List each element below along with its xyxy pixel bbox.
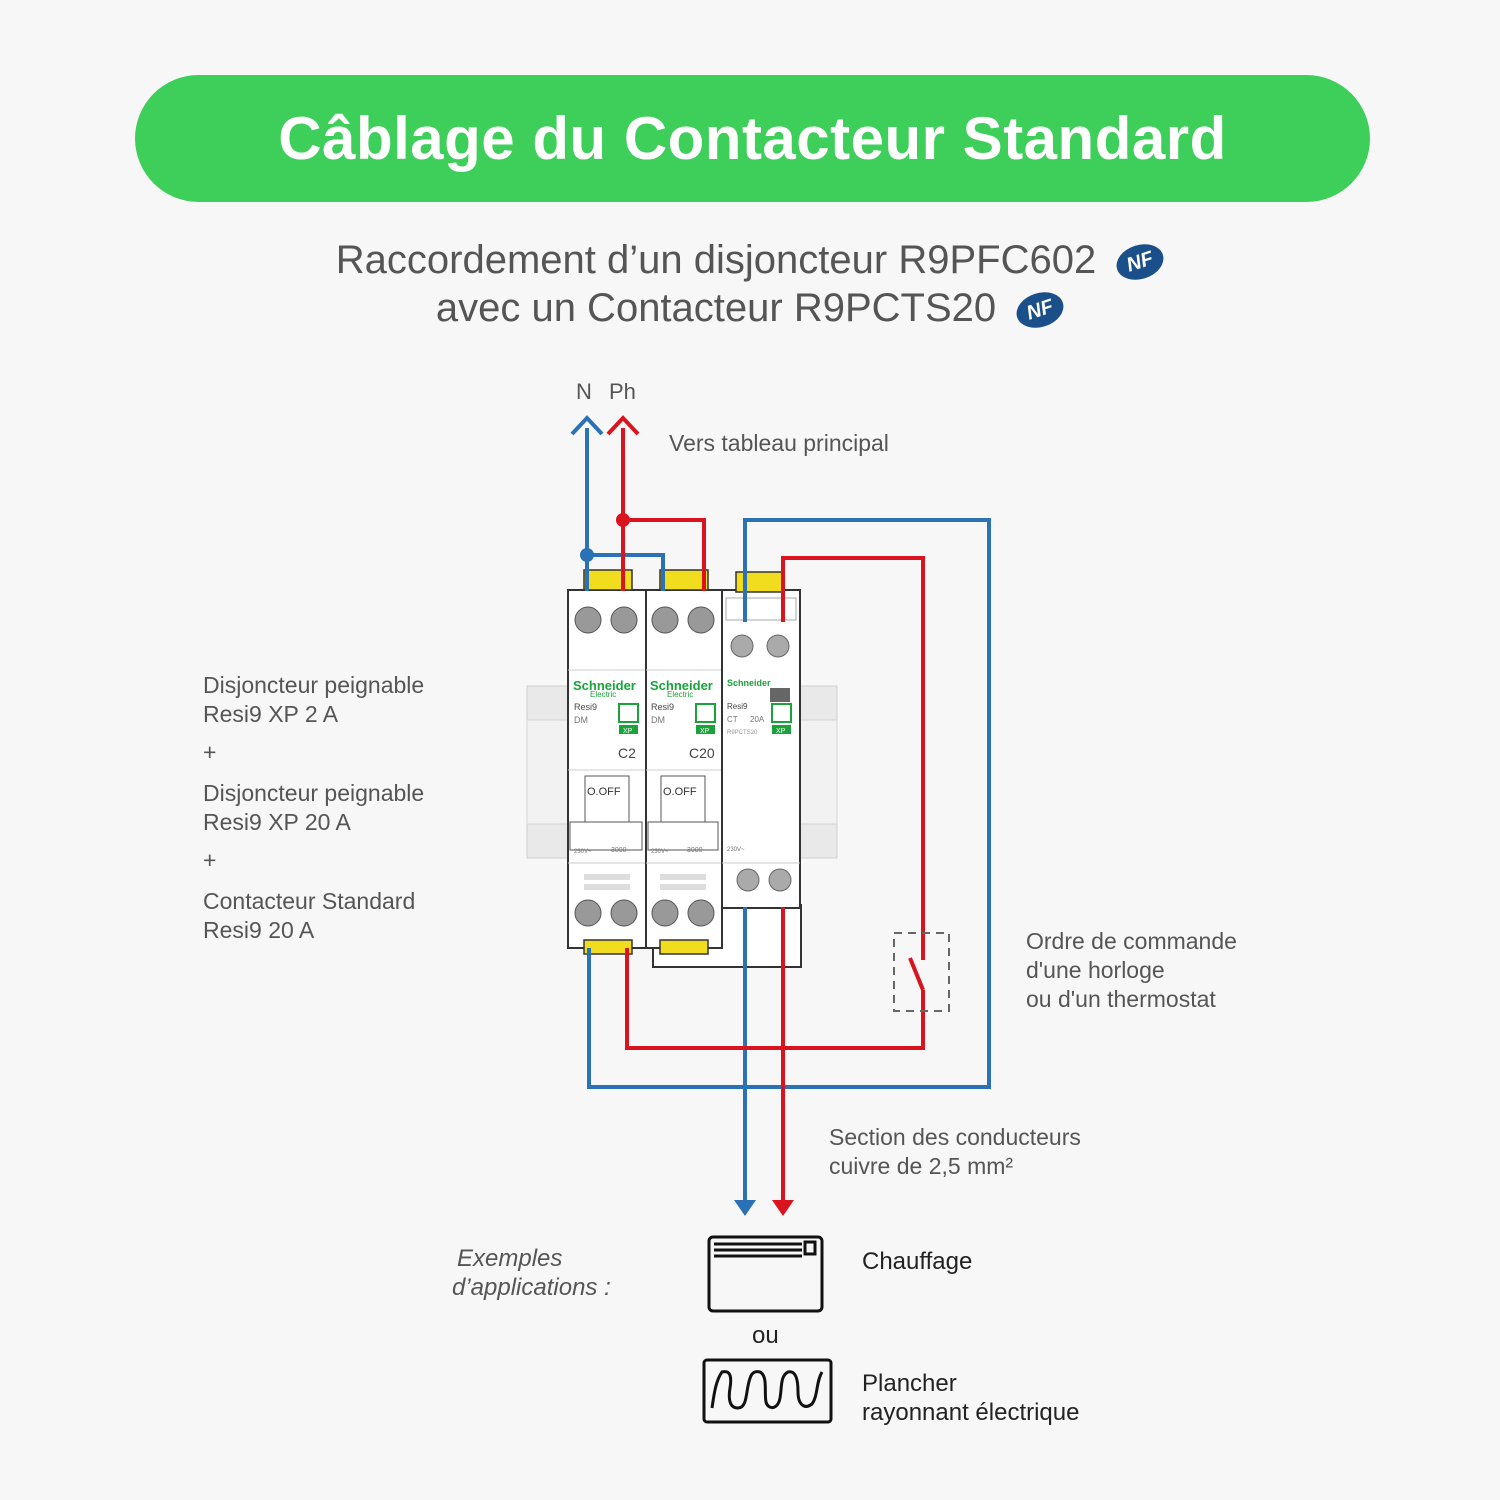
neutral-label: N [576, 379, 592, 404]
section-line2: cuivre de 2,5 mm² [829, 1153, 1014, 1179]
app-floor-label: Plancher rayonnant électrique [862, 1369, 1079, 1427]
breaker-c2: Schneider Electric Resi9 DM XP C2 O.OFF … [567, 569, 647, 955]
app-heating-label: Chauffage [862, 1248, 973, 1275]
command-line3: ou d'un thermostat [1026, 986, 1216, 1012]
item3-line2: Resi9 20 A [203, 917, 315, 943]
device-list: Disjoncteur peignable Resi9 XP 2 A + Dis… [203, 671, 424, 945]
command-line2: d'une horloge [1026, 957, 1165, 983]
item1-line2: Resi9 XP 2 A [203, 701, 339, 727]
page-title: Câblage du Contacteur Standard [278, 105, 1227, 172]
title-banner: Câblage du Contacteur Standard [135, 75, 1370, 202]
neutral-loop-wire [587, 518, 991, 1089]
phase-arrow-icon [606, 415, 640, 436]
command-line1: Ordre de commande [1026, 928, 1237, 954]
phase-junction [616, 513, 630, 527]
phase-label: Ph [609, 379, 636, 404]
contactor-ref: R9PCTS20 [727, 730, 758, 736]
neutral-arrow-icon [570, 415, 604, 436]
breaker1-range: Resi9 [574, 702, 597, 712]
plus-sign: + [203, 739, 217, 765]
neutral-output-arrow-icon [734, 1200, 756, 1216]
floor-heating-icon [702, 1358, 833, 1424]
subtitle-text-1: Raccordement d’un disjoncteur R9PFC602 [335, 238, 1097, 282]
phase-output-arrow-icon [772, 1200, 794, 1216]
brand-subtext: Electric [667, 690, 693, 699]
breaker2-handle: O.OFF [663, 786, 697, 798]
breaker-c20: Schneider Electric Resi9 DM XP C20 O.OFF… [645, 569, 723, 955]
switch-contact [908, 957, 925, 991]
contactor-rating: 20A [750, 715, 765, 724]
brand-text: Schneider [650, 678, 713, 693]
neutral-wires [585, 428, 991, 1205]
neutral-junction [580, 548, 594, 562]
contactor-r9pcts20: Schneider Resi9 CT 20A R9PCTS20 XP 230V~ [721, 571, 801, 909]
phase-command-wire [781, 556, 925, 960]
breaker2-voltage: 230V~ [651, 849, 669, 855]
breaker1-capacity: 3000 [611, 847, 627, 854]
breaker1-rating: C2 [618, 745, 636, 761]
item3-line1: Contacteur Standard [203, 888, 416, 914]
contactor-range: Resi9 [727, 702, 748, 711]
switch-icon [893, 932, 950, 1012]
phase-loop-wire [625, 948, 925, 1050]
heater-icon [707, 1235, 824, 1313]
home-icon [771, 703, 792, 723]
phase-bridge-wire [623, 518, 706, 591]
breaker2-range: Resi9 [651, 702, 674, 712]
brand-text: Schneider [727, 678, 771, 688]
plus-sign: + [203, 847, 217, 873]
breaker1-voltage: 230V~ [574, 849, 592, 855]
destination-label: Vers tableau principal [669, 430, 889, 456]
section-line1: Section des conducteurs [829, 1124, 1081, 1150]
brand-text: Schneider [573, 678, 636, 693]
neutral-bridge-wire [587, 553, 665, 591]
app-floor-line2: rayonnant électrique [862, 1399, 1080, 1426]
item1-line1: Disjoncteur peignable [203, 672, 425, 698]
applications-intro-1: Exemples [457, 1245, 563, 1272]
breaker2-type: DM [651, 715, 665, 725]
breaker1-badge: XP [623, 728, 633, 735]
breaker2-capacity: 3000 [687, 847, 703, 854]
contactor-type: CT [727, 715, 738, 724]
app-floor-line1: Plancher [862, 1370, 957, 1397]
breaker1-handle: O.OFF [587, 786, 621, 798]
command-label: Ordre de commande d'une horloge ou d'un … [1026, 927, 1237, 1014]
contactor-badge: XP [776, 728, 786, 735]
item2-line1: Disjoncteur peignable [203, 780, 425, 806]
applications-intro-2: d’applications : [452, 1274, 611, 1301]
breaker1-type: DM [574, 715, 588, 725]
brand-subtext: Electric [590, 690, 616, 699]
app-separator: ou [752, 1322, 779, 1349]
home-icon [695, 703, 716, 723]
item2-line2: Resi9 XP 20 A [203, 809, 351, 835]
section-label: Section des conducteurs cuivre de 2,5 mm… [829, 1123, 1081, 1181]
contactor-voltage: 230V~ [727, 847, 745, 853]
home-icon [618, 703, 639, 723]
subtitle-text-2: avec un Contacteur R9PCTS20 [435, 286, 997, 330]
phase-wires [621, 428, 925, 1205]
breaker2-rating: C20 [689, 745, 715, 761]
breaker2-badge: XP [700, 728, 710, 735]
